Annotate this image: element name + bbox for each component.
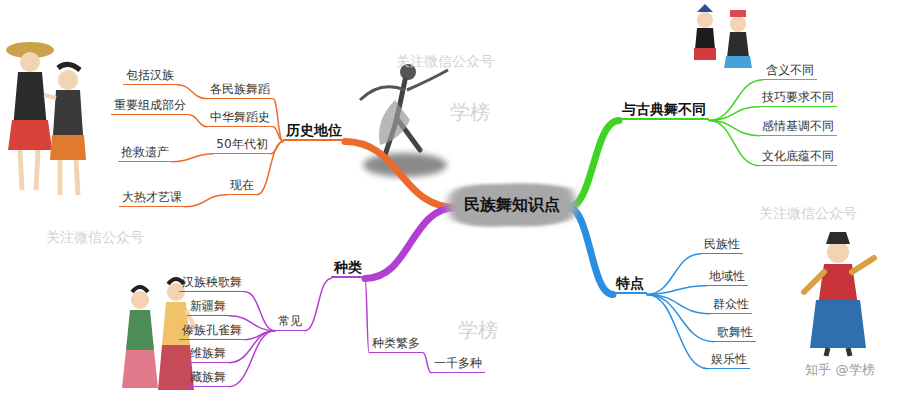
leaf-topic: 含义不同	[763, 62, 817, 79]
topic-text: 技巧要求不同	[762, 90, 834, 104]
leaf-topic: 重要组成部分	[111, 97, 189, 114]
branch-connector	[273, 99, 283, 142]
topic-text: 傣族孔雀舞	[182, 323, 242, 337]
leaf-topic: 种类繁多	[369, 335, 423, 352]
watermark: 知乎 @学榜	[805, 361, 874, 379]
topic-text: 地域性	[709, 269, 745, 283]
dancer-figure	[694, 4, 752, 68]
branch-topic: 与古典舞不同	[619, 100, 709, 121]
leaf-topic: 技巧要求不同	[759, 89, 837, 106]
leaf-topic: 民族性	[701, 236, 743, 253]
leaf-topic: 新疆舞	[187, 298, 229, 315]
topic-text: 历史地位	[286, 122, 342, 139]
leaf-topic: 常见	[275, 313, 305, 330]
branch-connector	[423, 353, 431, 373]
topic-text: 大热才艺课	[122, 190, 182, 204]
leaf-topic: 汉族秧歌舞	[179, 274, 245, 291]
topic-text: 各民族舞蹈	[210, 82, 270, 96]
branch-connector	[245, 292, 275, 331]
leaf-topic: 一千多种	[431, 355, 485, 372]
watermark: 关注微信公众号	[759, 205, 857, 223]
branch-topic: 特点	[613, 274, 647, 295]
branch-connector	[709, 120, 759, 165]
topic-text: 感情基调不同	[762, 119, 834, 133]
topic-text: 藏族舞	[190, 370, 226, 384]
topic-text: 常见	[278, 314, 302, 328]
leaf-topic: 藏族舞	[187, 369, 229, 386]
ink-dancer	[360, 64, 448, 177]
central-topic: 民族舞知识点	[442, 179, 582, 230]
topic-text: 50年代初	[216, 137, 267, 151]
leaf-topic: 群众性	[710, 296, 752, 313]
topic-text: 特点	[616, 275, 644, 292]
branch-connector	[305, 278, 331, 330]
leaf-topic: 50年代初	[213, 136, 270, 153]
leaf-topic: 包括汉族	[123, 67, 177, 84]
topic-text: 包括汉族	[126, 68, 174, 82]
dancer-figure	[804, 232, 874, 356]
watermark: 学榜	[450, 99, 490, 126]
branch-connector	[273, 127, 283, 142]
leaf-topic: 歌舞性	[714, 324, 756, 341]
leaf-topic: 地域性	[706, 268, 748, 285]
branch-connector	[345, 141, 456, 207]
leaf-topic: 中华舞蹈史	[207, 109, 273, 126]
topic-text: 文化底蕴不同	[762, 149, 834, 163]
leaf-topic: 各民族舞蹈	[207, 81, 273, 98]
branch-connector	[647, 286, 706, 295]
topic-text: 种类	[334, 259, 362, 276]
branch-connector	[365, 208, 456, 279]
branch-connector	[709, 107, 759, 121]
dancer-figure	[6, 42, 86, 195]
topic-text: 汉族秧歌舞	[182, 275, 242, 289]
branch-connector	[647, 254, 701, 295]
branch-connector	[189, 115, 207, 127]
topic-text: 民族舞知识点	[464, 195, 560, 214]
branch-connector	[172, 154, 213, 162]
branch-connector	[568, 208, 613, 295]
topic-text: 娱乐性	[711, 352, 747, 366]
watermark: 学榜	[458, 317, 498, 344]
leaf-topic: 大热才艺课	[119, 189, 185, 206]
leaf-topic: 现在	[227, 177, 257, 194]
branch-connector	[568, 120, 619, 207]
topic-text: 群众性	[713, 297, 749, 311]
leaf-topic: 感情基调不同	[759, 118, 837, 135]
topic-text: 现在	[230, 178, 254, 192]
topic-text: 与古典舞不同	[622, 101, 706, 118]
topic-text: 重要组成部分	[114, 98, 186, 112]
branch-connector	[185, 195, 227, 207]
watermark: 关注微信公众号	[396, 53, 494, 71]
topic-text: 中华舞蹈史	[210, 110, 270, 124]
topic-text: 民族性	[704, 237, 740, 251]
topic-text: 歌舞性	[717, 325, 753, 339]
branch-topic: 种类	[331, 258, 365, 279]
topic-text: 维族舞	[190, 346, 226, 360]
branch-connector	[709, 80, 763, 121]
leaf-topic: 文化底蕴不同	[759, 148, 837, 165]
watermark: 关注微信公众号	[46, 229, 144, 247]
ink-blob-shape	[447, 184, 576, 228]
branch-connector	[647, 294, 708, 368]
leaf-topic: 维族舞	[187, 345, 229, 362]
leaf-topic: 娱乐性	[708, 351, 750, 368]
branch-topic: 历史地位	[283, 121, 345, 142]
leaf-topic: 抢救遗产	[118, 144, 172, 161]
leaf-topic: 傣族孔雀舞	[179, 322, 245, 339]
topic-text: 新疆舞	[190, 299, 226, 313]
topic-text: 种类繁多	[372, 336, 420, 350]
branch-connector	[647, 294, 714, 341]
topic-text: 一千多种	[434, 356, 482, 370]
topic-text: 含义不同	[766, 63, 814, 77]
topic-text: 抢救遗产	[121, 145, 169, 159]
